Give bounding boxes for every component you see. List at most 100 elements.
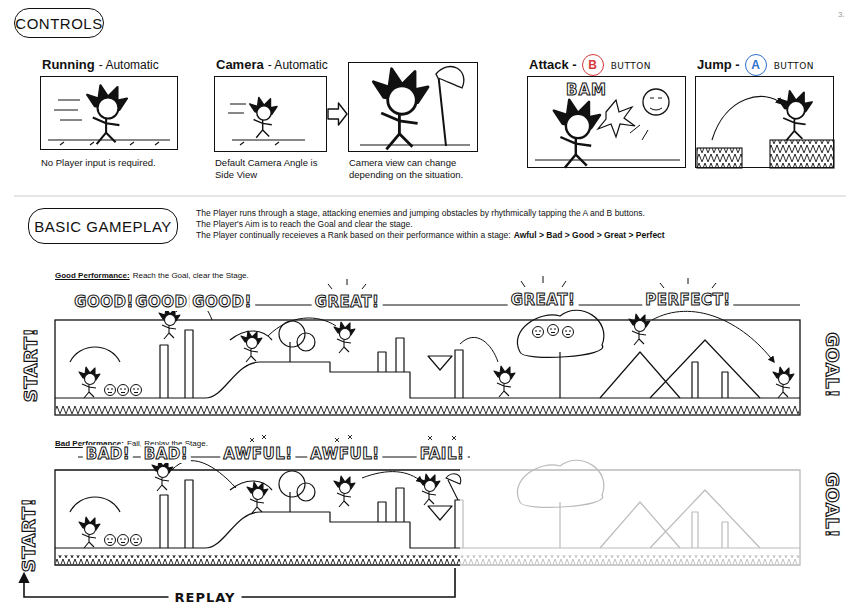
rank-word: PERFECT! [642, 291, 733, 309]
player-character [629, 314, 650, 345]
rank-word: GOOD! [132, 293, 198, 311]
platform [770, 140, 834, 168]
section-title: BASIC GAMEPLAY [34, 218, 172, 235]
page-number: 3. [838, 10, 845, 19]
button-letter: A [751, 59, 760, 71]
enemy-ball [643, 89, 669, 115]
stage-terrain-faded [460, 460, 800, 548]
start-marker: START! [18, 498, 39, 572]
panel-caption: Camera view can change depending on the … [349, 157, 481, 181]
rank-word: GREAT! [508, 291, 579, 309]
player-character [373, 69, 428, 150]
button-label: BUTTON [611, 61, 651, 71]
section-divider [14, 196, 846, 197]
sketch-panel: Camera- AutomaticDefault Camera Angle is… [214, 76, 327, 152]
ground-line [360, 144, 470, 145]
section-header: CONTROLS [14, 8, 104, 38]
ground-line [232, 140, 305, 145]
stage-strip-faded [460, 470, 800, 565]
performance-heading: Good Performance: [55, 271, 130, 280]
speed-lines [54, 100, 82, 120]
rank-word: FAIL! [417, 445, 468, 463]
rank-word: BAD! [83, 445, 133, 463]
jump-arc [172, 461, 422, 488]
rank-word: AWFUL! [220, 445, 295, 463]
section-title: CONTROLS [15, 15, 102, 32]
panel-caption: Default Camera Angle is Side View [215, 157, 327, 181]
enemy [105, 535, 116, 546]
platform [697, 148, 742, 168]
grass-band [56, 405, 799, 414]
block-arrow [328, 103, 347, 125]
player-character [159, 308, 180, 339]
start-marker: START! [20, 328, 41, 402]
player-character [778, 91, 812, 141]
enemy [131, 535, 142, 546]
description-text: The Player runs through a stage, attacki… [196, 208, 645, 218]
player-character [554, 100, 600, 168]
axe-blade [436, 67, 464, 88]
button-circle: B [582, 54, 604, 76]
control-mode: - Automatic [99, 58, 159, 72]
ground-line [535, 160, 680, 161]
player-character [79, 367, 100, 398]
player-character [247, 482, 268, 513]
sketch-panel: Attack -BUTTONBAM [527, 76, 686, 168]
rank-word: GOOD! [71, 293, 137, 311]
rank-scale: Awful > Bad > Good > Great > Perfect [514, 230, 665, 240]
sketch-panel: Camera view can change depending on the … [348, 62, 478, 152]
enemy [563, 327, 574, 338]
enemy [548, 325, 559, 336]
sparkle-marks [328, 276, 716, 289]
player-character [250, 97, 277, 137]
enemy [118, 385, 129, 396]
jump-arc [176, 300, 774, 362]
player-character [152, 460, 173, 491]
player-character [334, 322, 355, 353]
button-label: BUTTON [774, 61, 814, 71]
sketch-panel: Jump -BUTTON [695, 76, 834, 168]
rank-word: AWFUL! [307, 445, 382, 463]
axe [446, 474, 461, 500]
enemy [118, 535, 129, 546]
ground-line [48, 140, 170, 145]
player-character [79, 517, 100, 548]
sketch-panel: Running- AutomaticNo Player input is req… [40, 76, 178, 150]
replay-label: REPLAY [169, 590, 242, 605]
player-character [241, 331, 262, 362]
speed-lines [228, 104, 246, 113]
control-mode: - Automatic [268, 58, 328, 72]
enemy-details [630, 98, 662, 140]
player-character [773, 367, 794, 398]
performance-note: Reach the Goal, clear the Stage. [133, 271, 249, 280]
player-character [334, 476, 355, 507]
rank-word: GOOD! [189, 293, 255, 311]
enemy [533, 327, 544, 338]
description-text: The Player's Aim is to reach the Goal an… [196, 219, 413, 229]
description-text: The Player continually receieves a Rank … [196, 230, 511, 240]
rank-word: GREAT! [312, 293, 383, 311]
control-name: Camera [216, 57, 264, 72]
enemy [131, 385, 142, 396]
section-header: BASIC GAMEPLAY [28, 208, 178, 244]
player-character [494, 366, 515, 397]
enemy [105, 385, 116, 396]
rank-word: BAD! [141, 445, 191, 463]
player-character [419, 474, 440, 505]
sound-effect: BAM [566, 81, 607, 99]
button-circle: A [745, 54, 767, 76]
axe-handle [438, 72, 446, 146]
impact-star [598, 100, 635, 137]
control-name: Running [42, 57, 95, 72]
x-marks [250, 435, 456, 442]
stage-terrain [55, 460, 460, 548]
stage-strip [55, 320, 800, 415]
grass-band-faded [460, 555, 799, 564]
player-character [87, 85, 127, 144]
panel-caption: No Player input is required. [41, 157, 191, 169]
button-letter: B [588, 59, 597, 71]
stage-strip [55, 470, 460, 565]
goal-marker: GOAL! [822, 472, 843, 538]
goal-marker: GOAL! [822, 332, 843, 398]
jump-arc [712, 96, 782, 140]
